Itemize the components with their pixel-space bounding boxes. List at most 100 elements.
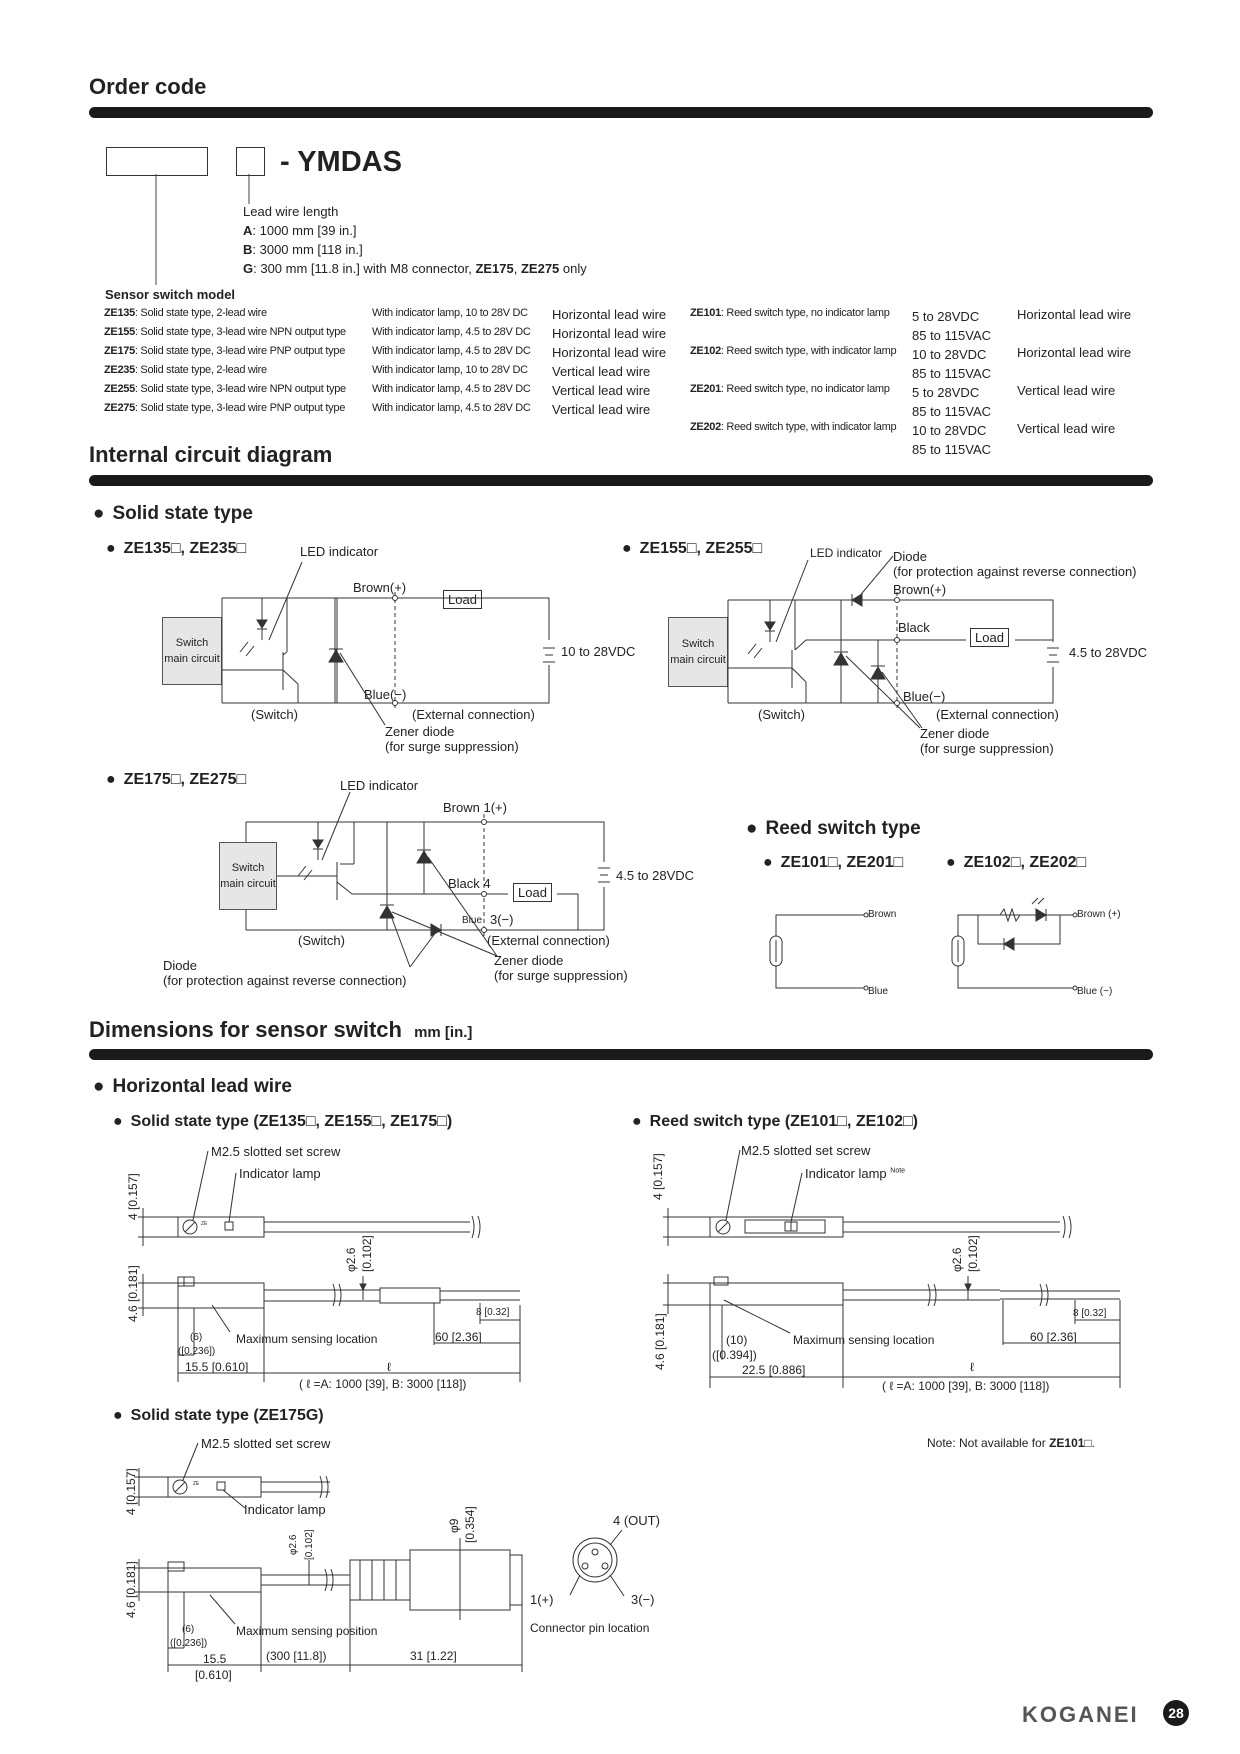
dim-10b-label: ([0.394]) <box>712 1348 757 1362</box>
max-sensing-position-label: Maximum sensing position <box>236 1624 378 1638</box>
table-row: ZE201: Reed switch type, no indicator la… <box>690 383 1116 419</box>
surge-label: (for surge suppression) <box>920 741 1054 756</box>
reed-model-table: ZE101: Reed switch type, no indicator la… <box>690 307 1131 459</box>
voltage-label: 4.5 to 28VDC <box>1069 645 1148 660</box>
switch-main-circuit-box: Switch main circuit <box>219 842 277 910</box>
solid-state-heading: Solid state type <box>93 503 252 525</box>
table-row: ZE102: Reed switch type, with indicator … <box>690 345 1132 381</box>
load-box: Load <box>970 628 1009 647</box>
brown-label: Brown(+) <box>893 582 947 597</box>
set-screw-label: M2.5 slotted set screw <box>211 1144 341 1159</box>
switch-main-circuit-box: Switch main circuit <box>162 617 222 685</box>
dim-8-label: 8 [0.32] <box>1073 1308 1107 1319</box>
availability-note: Note: Not available for ZE101□. <box>927 1436 1096 1450</box>
dimensions-title: Dimensions for sensor switch mm [in.] <box>89 1017 473 1042</box>
units-label: mm [in.] <box>414 1024 473 1041</box>
circuit-title: Internal circuit diagram <box>89 442 333 467</box>
brand-logo: KOGANEI <box>1022 1702 1139 1727</box>
set-screw-label: M2.5 slotted set screw <box>201 1436 331 1451</box>
table-row: ZE255: Solid state type, 3-lead wire NPN… <box>104 383 651 398</box>
black-label: Black <box>898 620 930 635</box>
lead-wire-title: Lead wire length <box>243 204 339 219</box>
svg-text:ZE: ZE <box>193 1481 200 1487</box>
indicator-lamp-label: Indicator lamp <box>239 1166 321 1181</box>
dim-6b-label: ([0.236]) <box>178 1346 216 1357</box>
switch-label: (Switch) <box>758 707 805 722</box>
dim-10-label: (10) <box>726 1333 748 1347</box>
blue-label: Blue(−) <box>903 689 946 704</box>
pin4-label: 4 (OUT) <box>613 1513 660 1528</box>
set-screw-label: M2.5 slotted set screw <box>741 1143 871 1158</box>
dim-60-label: 60 [2.36] <box>435 1330 482 1344</box>
dim-8-label: 8 [0.32] <box>476 1307 510 1318</box>
dim-60-label: 60 [2.36] <box>1030 1330 1077 1344</box>
lead-wire-g: G: 300 mm [11.8 in.] with M8 connector, … <box>243 261 587 276</box>
lead-wire-a: A: 1000 mm [39 in.] <box>243 223 357 238</box>
external-connection-label: (External connection) <box>936 707 1059 722</box>
led-indicator-label: LED indicator <box>810 546 883 560</box>
circuit-ze175-title: ZE175□, ZE275□ <box>106 771 247 789</box>
circuit-ze102-title: ZE102□, ZE202□ <box>946 854 1087 872</box>
section-bar <box>89 107 1153 118</box>
sensor-model-title: Sensor switch model <box>105 287 236 302</box>
table-row: ZE275: Solid state type, 3-lead wire PNP… <box>104 402 651 417</box>
switch-main-circuit-box: Switch main circuit <box>668 617 728 687</box>
brown-label: Brown(+) <box>353 580 407 595</box>
ell-label: ℓ <box>970 1360 974 1374</box>
ell-note-label: ( ℓ =A: 1000 [39], B: 3000 [118]) <box>882 1379 1050 1393</box>
pin-location-label: Connector pin location <box>530 1621 650 1635</box>
table-row: ZE101: Reed switch type, no indicator la… <box>690 307 1132 343</box>
model-code-box <box>106 147 208 176</box>
protection-label: (for protection against reverse connecti… <box>893 564 1137 579</box>
dim-6b-label: ([0.236]) <box>170 1638 208 1649</box>
order-code-title: Order code <box>89 74 207 99</box>
switch-label: (Switch) <box>251 707 298 722</box>
zener-label: Zener diode <box>920 726 990 741</box>
surge-label: (for surge suppression) <box>385 739 519 754</box>
table-row: ZE155: Solid state type, 3-lead wire NPN… <box>104 326 667 341</box>
black-label: Black 4 <box>448 876 491 891</box>
circuit-ze101-title: ZE101□, ZE201□ <box>763 854 904 872</box>
table-row: ZE202: Reed switch type, with indicator … <box>690 421 1116 457</box>
circuit-ze135-title: ZE135□, ZE235□ <box>106 540 247 558</box>
circuit-ze155-title: ZE155□, ZE255□ <box>622 540 763 558</box>
led-indicator-label: LED indicator <box>300 544 379 559</box>
dim-225-label: 22.5 [0.886] <box>742 1363 806 1377</box>
blue-label: Blue (−) <box>1077 986 1113 997</box>
horizontal-lead-heading: Horizontal lead wire <box>93 1076 291 1098</box>
brown-label: Brown 1(+) <box>443 800 507 815</box>
dim-31-label: 31 [1.22] <box>410 1649 457 1663</box>
section-bar <box>89 1049 1153 1060</box>
reed-horizontal-title: Reed switch type (ZE101□, ZE102□) <box>632 1113 918 1131</box>
dim-6-label: (6) <box>182 1624 195 1635</box>
led-indicator-label: LED indicator <box>340 778 419 793</box>
diode-label: Diode <box>893 549 927 564</box>
dim-155-label: 15.5 [0.610] <box>185 1360 249 1374</box>
ell-label: ℓ <box>387 1360 391 1374</box>
solid-g-title: Solid state type (ZE175G) <box>113 1407 324 1425</box>
zener-label: Zener diode <box>385 724 455 739</box>
dim-6-label: (6) <box>190 1332 203 1343</box>
reed-switch-heading: Reed switch type <box>746 818 920 840</box>
pin3-label: 3(−) <box>631 1592 655 1607</box>
ell-note-label: ( ℓ =A: 1000 [39], B: 3000 [118]) <box>299 1377 467 1391</box>
surge-label: (for surge suppression) <box>494 968 628 983</box>
max-sensing-label: Maximum sensing location <box>793 1333 935 1347</box>
protection-label: (for protection against reverse connecti… <box>163 973 407 988</box>
blue-label: Blue(−) <box>364 687 407 702</box>
order-code-leaders <box>155 174 250 285</box>
pin1-label: 1(+) <box>530 1592 554 1607</box>
voltage-label: 10 to 28VDC <box>561 644 636 659</box>
pin3-label: 3(−) <box>490 912 514 927</box>
table-row: ZE175: Solid state type, 3-lead wire PNP… <box>104 345 667 360</box>
section-bar <box>89 475 1153 486</box>
brown-label: Brown (+) <box>1077 909 1121 920</box>
